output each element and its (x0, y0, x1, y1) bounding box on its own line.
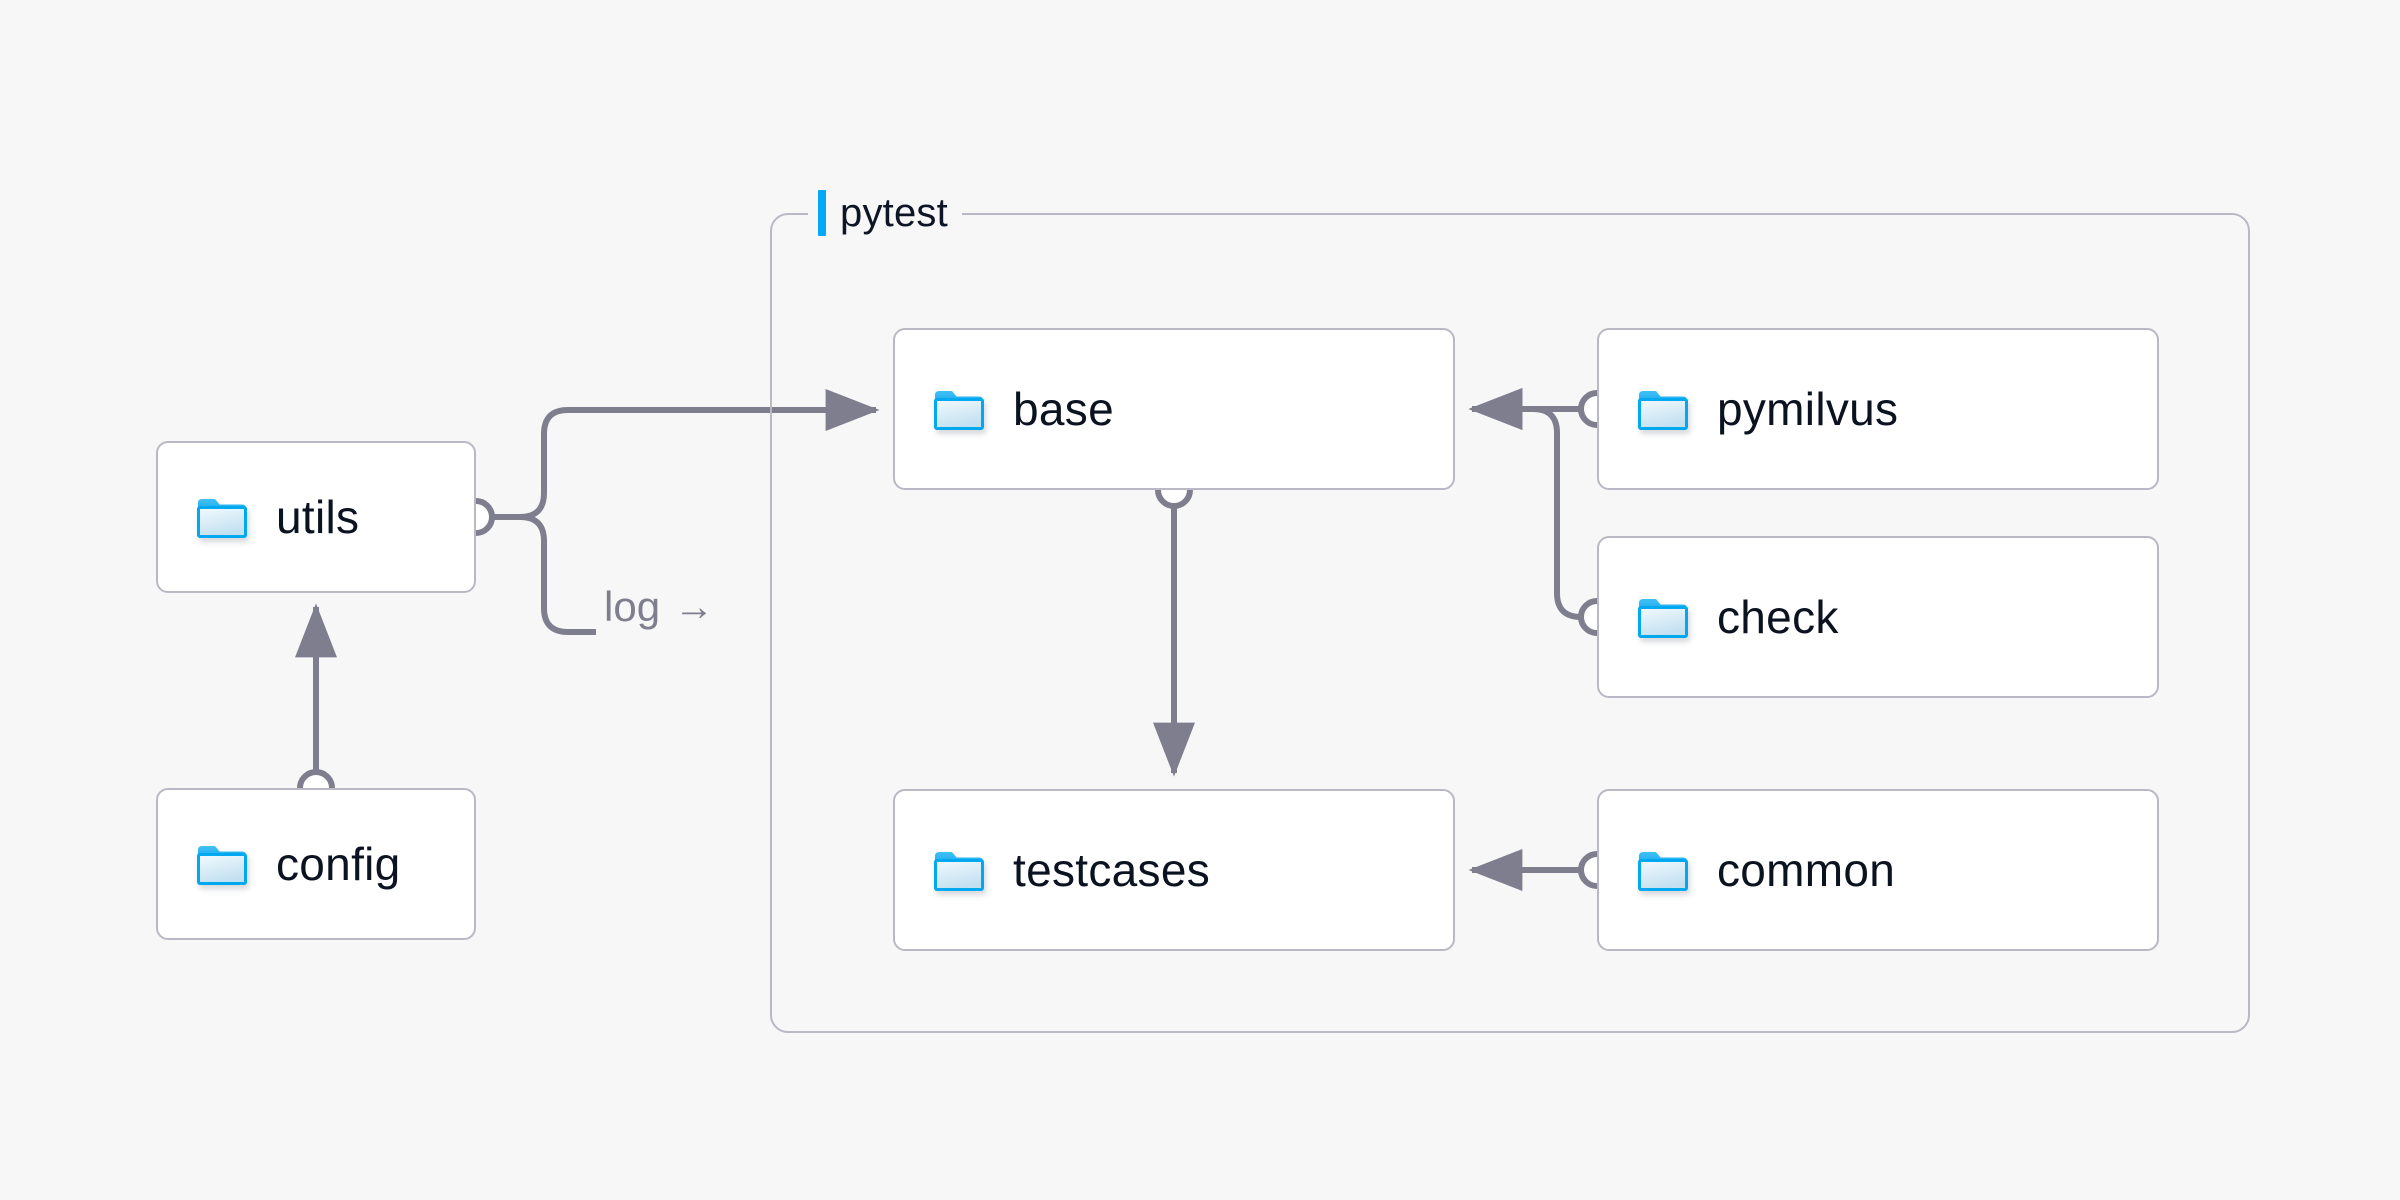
node-label: pymilvus (1717, 383, 1899, 435)
group-label-pytest: pytest (808, 190, 962, 236)
edge-label-text: log (604, 583, 661, 630)
node-utils[interactable]: utils (156, 441, 476, 593)
folder-icon (933, 848, 985, 892)
node-label: check (1717, 591, 1839, 643)
folder-icon (1637, 848, 1689, 892)
node-label: config (276, 838, 401, 890)
folder-icon (933, 387, 985, 431)
node-config[interactable]: config (156, 788, 476, 940)
node-label: common (1717, 844, 1896, 896)
node-label: utils (276, 491, 360, 543)
edge-utils-log (492, 514, 596, 635)
node-testcases[interactable]: testcases (893, 789, 1455, 951)
edge-label-log: log → (604, 586, 714, 628)
folder-icon (196, 842, 248, 886)
node-check[interactable]: check (1597, 536, 2159, 698)
folder-icon (196, 495, 248, 539)
group-container-pytest[interactable] (770, 213, 2250, 1033)
node-pymilvus[interactable]: pymilvus (1597, 328, 2159, 490)
group-label-text: pytest (840, 191, 948, 235)
node-label: base (1013, 383, 1114, 435)
folder-icon (1637, 595, 1689, 639)
arrow-right-icon: → (674, 585, 715, 629)
node-label: testcases (1013, 844, 1211, 896)
folder-icon (1637, 387, 1689, 431)
node-base[interactable]: base (893, 328, 1455, 490)
group-accent-bar (818, 190, 826, 236)
node-common[interactable]: common (1597, 789, 2159, 951)
